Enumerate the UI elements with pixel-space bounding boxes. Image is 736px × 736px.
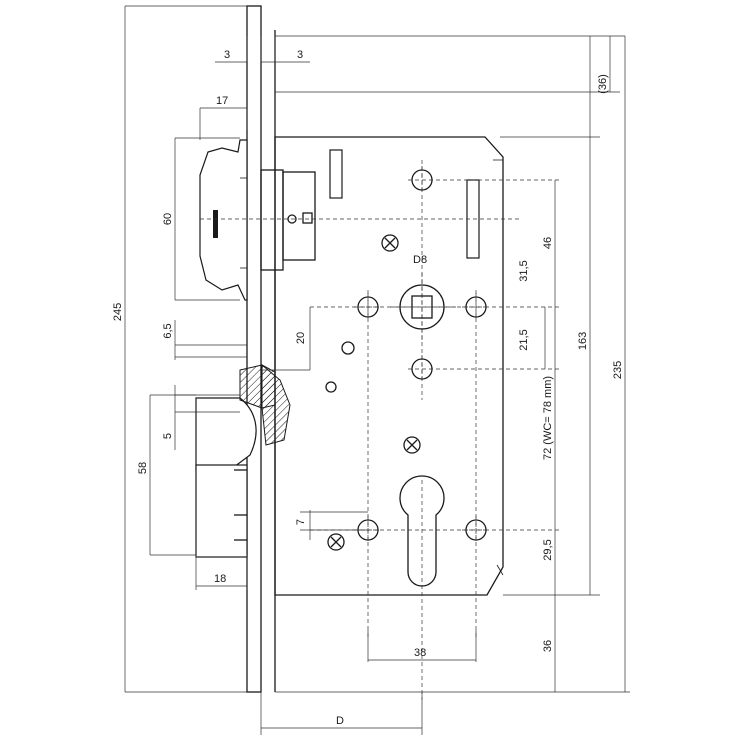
dim-label-58: 58 — [137, 462, 149, 474]
dim-label-20: 20 — [295, 332, 307, 344]
dim-label-72: 72 (WC= 78 mm) — [542, 376, 554, 460]
dim-label-163: 163 — [577, 332, 589, 350]
dim-label-21-5: 21,5 — [518, 329, 530, 350]
dim-label-29-5: 29,5 — [542, 539, 554, 560]
dim-label-7: 7 — [295, 519, 307, 525]
faceplate — [246, 5, 262, 693]
cylinder-keyhole — [399, 475, 445, 700]
dimension-lines — [124, 5, 630, 735]
dim-label-38: 38 — [414, 647, 426, 659]
dim-label-18: 18 — [214, 573, 226, 585]
screws — [327, 234, 421, 551]
dim-label-3-right: 3 — [297, 49, 303, 61]
dim-label-36-bottom: 36 — [542, 640, 554, 652]
dim-label-46: 46 — [542, 237, 554, 249]
dim-label-d: D — [336, 715, 344, 727]
dim-label-d8: D8 — [413, 254, 427, 266]
internal-parts — [282, 149, 480, 393]
dim-label-5: 5 — [162, 433, 174, 439]
dim-label-245: 245 — [112, 303, 124, 321]
latch-bolt — [195, 397, 257, 558]
dim-label-235: 235 — [612, 361, 624, 379]
dim-label-36-top: (36) — [597, 74, 609, 94]
screw-top — [381, 234, 399, 252]
screw-bottom — [327, 533, 345, 551]
dim-label-3-left: 3 — [224, 49, 230, 61]
dim-label-31-5: 31,5 — [518, 260, 530, 281]
dim-label-17: 17 — [216, 95, 228, 107]
centerlines — [200, 160, 560, 640]
screw-middle — [403, 436, 421, 454]
deadbolt — [199, 139, 284, 301]
dimension-labels: 3 3 17 60 6,5 20 5 58 18 7 245 (36) D8 4… — [112, 49, 624, 727]
lock-case — [274, 30, 504, 692]
dim-label-60: 60 — [162, 213, 174, 225]
dim-label-6-5: 6,5 — [162, 323, 174, 338]
spindle-hub — [390, 273, 456, 340]
